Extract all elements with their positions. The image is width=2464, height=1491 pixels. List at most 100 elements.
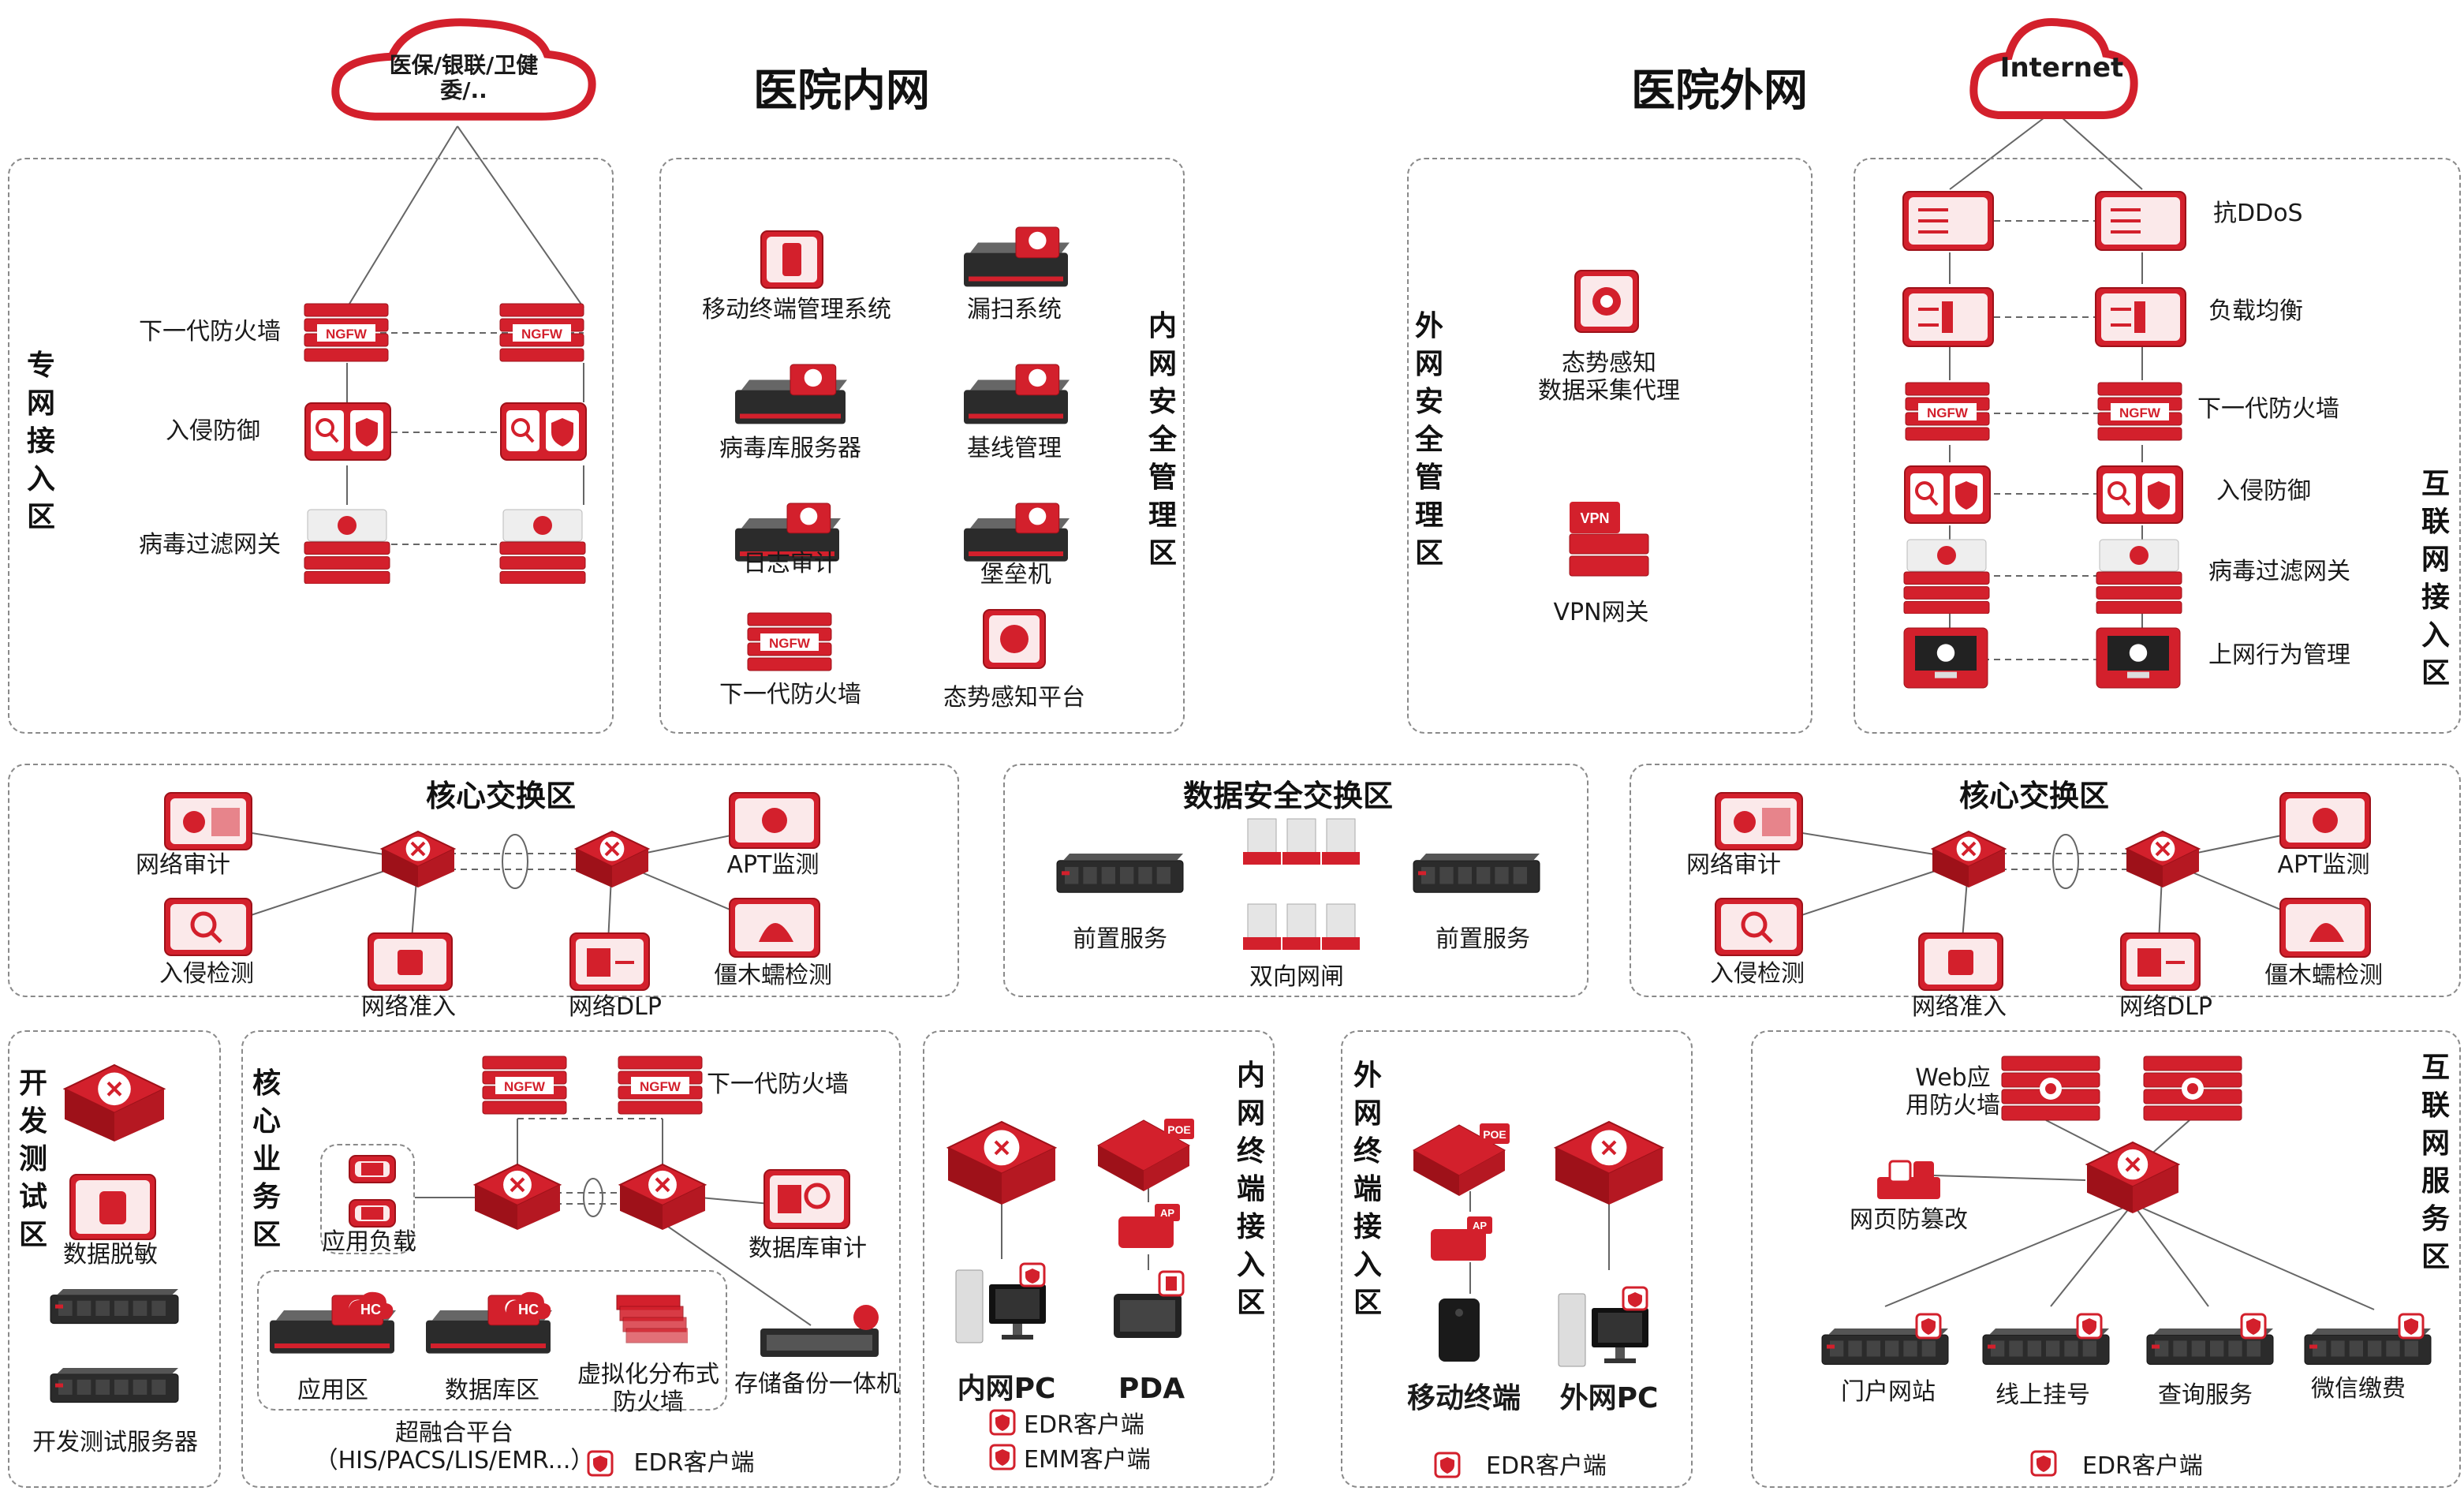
link-line — [1933, 1175, 2086, 1181]
link-line — [2045, 1119, 2118, 1157]
zw-ips-label: 入侵防御 — [166, 417, 260, 445]
ha-ac-b — [2095, 626, 2182, 689]
wt-edr-label: EDR客户端 — [1486, 1452, 1607, 1480]
cb-app-label: 应用区 — [297, 1377, 368, 1404]
nt-edr-label: EDR客户端 — [1024, 1411, 1144, 1439]
hs-wechat-label: 微信缴费 — [2311, 1375, 2406, 1403]
zw-ips-b — [498, 401, 588, 462]
dx-gap-label: 双向网闸 — [1249, 963, 1344, 991]
label-wai-terminal: 外网终端接入区 — [1353, 1059, 1382, 1319]
cr-nac-label: 网络准入 — [1912, 993, 2007, 1021]
dt-mask-icon — [68, 1172, 158, 1242]
dx-front1-icon — [1055, 852, 1185, 895]
nsm-ngfw: NGFW — [746, 612, 833, 672]
dx-gap-icon-b — [1241, 899, 1368, 955]
cl-apt-label: APT监测 — [726, 851, 819, 879]
link-line — [2050, 1203, 2134, 1307]
wt-pc-label: 外网PC — [1559, 1382, 1659, 1414]
nsm-bastion-label: 堡垒机 — [980, 561, 1051, 589]
wsm-agent-label: 态势感知 数据采集代理 — [1538, 349, 1680, 405]
zone-hulian-access — [1854, 158, 2461, 734]
nt-pc-icon — [954, 1262, 1049, 1349]
ha-ac-a — [1902, 626, 1989, 689]
label-core-business: 核心业务区 — [252, 1067, 281, 1251]
hs-reg-icon-edr — [2076, 1313, 2103, 1340]
ha-ngfw-a: NGFW — [1904, 382, 1991, 442]
cr-ids-label: 入侵检测 — [1710, 960, 1805, 988]
svg-text:AP: AP — [1473, 1220, 1487, 1231]
nsm-log-icon — [730, 502, 844, 568]
cl-audit-label: 网络审计 — [136, 851, 230, 879]
ha-av-label: 病毒过滤网关 — [2208, 558, 2350, 585]
cb-fw-label: 下一代防火墙 — [707, 1071, 849, 1098]
svg-text:AP: AP — [1160, 1207, 1174, 1219]
link-line — [2132, 1203, 2375, 1310]
link-line — [662, 1222, 812, 1326]
zone-nei-security — [659, 158, 1185, 734]
ha-ddos-a — [1901, 189, 1995, 252]
cb-lb-icon-b — [347, 1198, 398, 1229]
svg-text:NGFW: NGFW — [504, 1079, 546, 1094]
ha-ips-a — [1902, 464, 1992, 525]
dt-server-icon-a — [49, 1287, 180, 1325]
nsm-scan-icon — [959, 226, 1073, 293]
nsm-scan-label: 漏扫系统 — [967, 296, 1062, 323]
cloud-right — [1967, 11, 2141, 129]
cr-switch-a — [1930, 830, 2007, 889]
hs-portal-label: 门户网站 — [1841, 1378, 1936, 1406]
nt-ap: AP — [1115, 1204, 1182, 1251]
zw-av-label: 病毒过滤网关 — [139, 531, 281, 559]
nsm-fw-label: 下一代防火墙 — [719, 681, 861, 708]
zw-av-b — [498, 508, 587, 585]
nsm-mdm-icon — [759, 229, 825, 290]
hs-edr-icon — [2030, 1450, 2057, 1477]
ha-av-a — [1902, 538, 1991, 615]
cb-db-hc: HC — [505, 1289, 552, 1324]
cb-vfw-icon — [609, 1291, 690, 1351]
nt-poe-switch: POE — [1096, 1119, 1199, 1194]
zone-data-exchange — [1003, 764, 1589, 997]
nsm-sip-icon — [981, 607, 1047, 671]
cb-ngfw-a: NGFW — [481, 1056, 568, 1115]
svg-text:HC: HC — [518, 1302, 539, 1317]
cb-switch-b — [618, 1163, 707, 1231]
ha-lb-a — [1901, 286, 1995, 349]
svg-text:VPN: VPN — [1580, 510, 1609, 526]
zone-nei-terminal — [923, 1030, 1275, 1488]
cr-apt-label: APT监测 — [2277, 851, 2370, 879]
wt-switch — [1553, 1120, 1665, 1206]
hs-waf-b — [2142, 1056, 2243, 1122]
svg-text:POE: POE — [1167, 1123, 1191, 1136]
cb-dbaudit-label: 数据库审计 — [749, 1235, 867, 1262]
ha-ddos-label: 抗DDoS — [2213, 200, 2303, 227]
label-core-right: 核心交换区 — [1959, 779, 2110, 813]
wsm-agent-icon — [1573, 268, 1641, 334]
hs-portal-icon-edr — [1915, 1313, 1942, 1340]
link-line — [346, 125, 458, 308]
cr-bot-label: 僵木蠕检测 — [2264, 962, 2383, 989]
nsm-baseline-label: 基线管理 — [967, 435, 1062, 462]
zone-core-right — [1630, 764, 2461, 997]
zw-ngfw-b: NGFW — [498, 303, 585, 363]
cl-switch-a — [379, 830, 457, 889]
link-line — [2053, 110, 2143, 190]
wsm-vpn-label: VPN网关 — [1553, 599, 1649, 626]
link-line — [1949, 110, 2055, 190]
cr-bot-icon — [2278, 896, 2373, 959]
cl-bot-icon — [727, 896, 822, 959]
cr-ids-icon — [1713, 896, 1805, 958]
label-nei-terminal: 内网终端接入区 — [1236, 1059, 1265, 1319]
cb-switch-a — [472, 1163, 562, 1231]
nt-switch-a — [946, 1120, 1058, 1206]
label-core-left: 核心交换区 — [426, 779, 577, 813]
hs-portal-icon — [1820, 1327, 1950, 1366]
link-line — [700, 1197, 771, 1205]
nsm-sip-label: 态势感知平台 — [943, 684, 1085, 712]
link-line — [457, 125, 584, 308]
title-inner: 医院内网 — [753, 65, 930, 117]
svg-text:POE: POE — [1483, 1128, 1506, 1141]
label-wai-security: 外网安全管理区 — [1414, 310, 1443, 570]
cb-hci-label: 超融合平台 （HIS/PACS/LIS/EMR...） — [314, 1419, 595, 1474]
label-nei-security: 内网安全管理区 — [1148, 310, 1177, 570]
cr-apt-icon — [2278, 790, 2373, 850]
